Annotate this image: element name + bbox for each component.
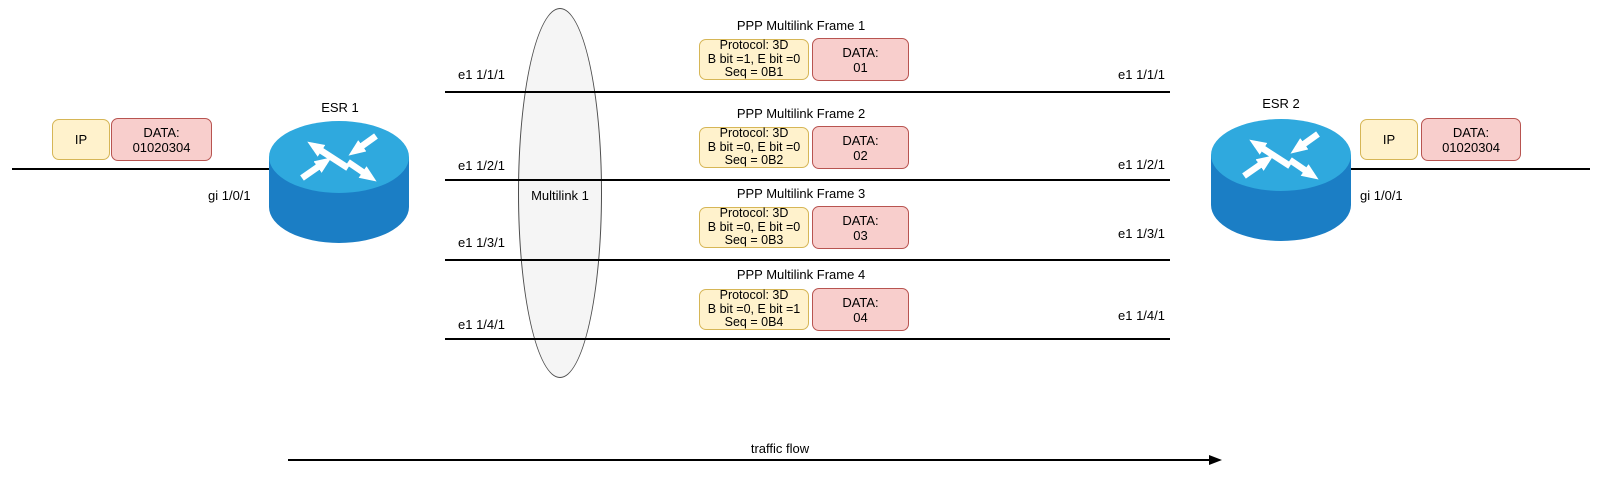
- frame-1-seq: Seq = 0B1: [724, 65, 784, 80]
- frame-2-title: PPP Multilink Frame 2: [736, 106, 866, 121]
- frame-3-data-box: DATA: 03: [812, 206, 909, 249]
- right-data-value: 01020304: [1442, 139, 1500, 155]
- right-router-label: ESR 2: [1262, 96, 1300, 111]
- link-label-left-2: e1 1/2/1: [458, 158, 505, 173]
- frame-2-header-box: Protocol: 3D B bit =0, E bit =0 Seq = 0B…: [699, 127, 809, 168]
- left-ip-label: IP: [74, 132, 88, 147]
- frame-1-data-box: DATA: 01: [812, 38, 909, 81]
- frame-2-data-box: DATA: 02: [812, 126, 909, 169]
- frame-2-data-label: DATA:: [842, 132, 879, 148]
- frame-1-bits: B bit =1, E bit =0: [707, 51, 801, 66]
- link-label-left-3: e1 1/3/1: [458, 235, 505, 250]
- left-access-line: [12, 168, 274, 170]
- frame-2-bits: B bit =0, E bit =0: [707, 139, 801, 154]
- link-line-4: [445, 338, 1170, 340]
- frame-3-data-label: DATA:: [842, 212, 879, 228]
- frame-3-protocol: Protocol: 3D: [719, 206, 789, 221]
- router-icon-esr1: [269, 121, 409, 243]
- left-data-value: 01020304: [132, 139, 191, 155]
- right-interface-label: gi 1/0/1: [1360, 188, 1403, 203]
- link-line-3: [445, 259, 1170, 261]
- frame-4-seq: Seq = 0B4: [724, 315, 784, 330]
- router-arrows-icon: [1242, 131, 1320, 180]
- link-line-1: [445, 91, 1170, 93]
- link-label-left-1: e1 1/1/1: [458, 67, 505, 82]
- frame-4-bits: B bit =0, E bit =1: [707, 301, 801, 316]
- frame-3-data-value: 03: [853, 227, 868, 243]
- frame-4-data-value: 04: [853, 309, 868, 325]
- link-label-right-4: e1 1/4/1: [1118, 308, 1165, 323]
- left-data-label: DATA:: [143, 124, 180, 140]
- frame-4-protocol: Protocol: 3D: [719, 288, 789, 303]
- multilink-bundle-ellipse: [518, 8, 602, 378]
- link-line-2: [445, 179, 1170, 181]
- frame-1-title: PPP Multilink Frame 1: [736, 18, 866, 33]
- frame-4-title: PPP Multilink Frame 4: [736, 267, 866, 282]
- link-label-right-3: e1 1/3/1: [1118, 226, 1165, 241]
- frame-2-data-value: 02: [853, 147, 868, 163]
- right-ip-label: IP: [1382, 132, 1396, 147]
- right-ip-header-box: IP: [1360, 119, 1418, 160]
- frame-4-header-box: Protocol: 3D B bit =0, E bit =1 Seq = 0B…: [699, 289, 809, 330]
- frame-1-data-value: 01: [853, 59, 868, 75]
- traffic-flow-line: [288, 459, 1210, 461]
- router-icon-esr2: [1211, 119, 1351, 241]
- traffic-flow-label: traffic flow: [750, 441, 810, 456]
- frame-3-header-box: Protocol: 3D B bit =0, E bit =0 Seq = 0B…: [699, 207, 809, 248]
- link-label-right-2: e1 1/2/1: [1118, 157, 1165, 172]
- right-data-label: DATA:: [1452, 124, 1490, 140]
- right-access-line: [1345, 168, 1590, 170]
- link-label-left-4: e1 1/4/1: [458, 317, 505, 332]
- router-arrows-icon: [300, 133, 378, 182]
- frame-4-data-box: DATA: 04: [812, 288, 909, 331]
- link-label-right-1: e1 1/1/1: [1118, 67, 1165, 82]
- multilink-label: Multilink 1: [531, 188, 589, 203]
- left-interface-label: gi 1/0/1: [208, 188, 251, 203]
- frame-1-data-label: DATA:: [842, 44, 879, 60]
- left-data-box: DATA: 01020304: [111, 118, 212, 161]
- right-data-box: DATA: 01020304: [1421, 118, 1521, 161]
- frame-3-seq: Seq = 0B3: [724, 233, 784, 248]
- traffic-flow-arrowhead-icon: [1209, 455, 1222, 465]
- frame-1-header-box: Protocol: 3D B bit =1, E bit =0 Seq = 0B…: [699, 39, 809, 80]
- frame-1-protocol: Protocol: 3D: [719, 38, 789, 53]
- left-router-label: ESR 1: [321, 100, 359, 115]
- frame-3-bits: B bit =0, E bit =0: [707, 219, 801, 234]
- frame-2-seq: Seq = 0B2: [724, 153, 784, 168]
- frame-4-data-label: DATA:: [842, 294, 879, 310]
- frame-2-protocol: Protocol: 3D: [719, 126, 789, 141]
- frame-3-title: PPP Multilink Frame 3: [736, 186, 866, 201]
- left-ip-header-box: IP: [52, 119, 110, 160]
